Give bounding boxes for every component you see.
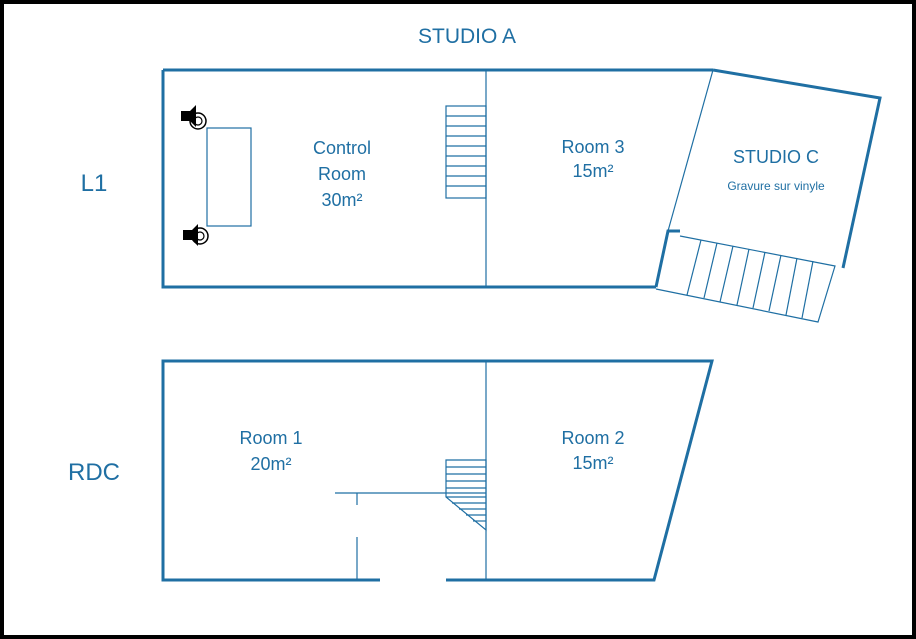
studio-c-door-wall bbox=[654, 229, 680, 288]
studio-c-divider bbox=[667, 69, 714, 232]
room2-label: Room 2 bbox=[561, 428, 624, 448]
control-room-label-1: Control bbox=[313, 138, 371, 158]
l1-main-walls bbox=[161, 68, 713, 289]
studio-c-stairs bbox=[655, 235, 836, 323]
speaker-icon bbox=[181, 105, 207, 130]
control-room-area: 30m² bbox=[321, 190, 362, 210]
mixing-desk bbox=[206, 127, 252, 227]
control-room-label-2: Room bbox=[318, 164, 366, 184]
speaker-icon bbox=[183, 224, 209, 246]
l1-stairs bbox=[445, 105, 487, 199]
studio-c-stairs-outline bbox=[655, 235, 836, 323]
studio-c-label: STUDIO C bbox=[733, 147, 819, 167]
room3-label: Room 3 bbox=[561, 137, 624, 157]
level-label-l1: L1 bbox=[81, 170, 108, 197]
room3-area: 15m² bbox=[572, 161, 613, 181]
room2-area: 15m² bbox=[572, 453, 613, 473]
l1-stairs-outline bbox=[445, 105, 487, 199]
room1-area: 20m² bbox=[250, 454, 291, 474]
studio-c-subtitle: Gravure sur vinyle bbox=[727, 179, 825, 193]
studio-c-walls bbox=[712, 68, 882, 269]
level-l1 bbox=[161, 68, 882, 323]
rdc-stairs bbox=[445, 459, 487, 532]
rdc-walls bbox=[161, 359, 714, 582]
level-rdc bbox=[161, 359, 714, 582]
page-title: STUDIO A bbox=[418, 25, 516, 48]
room1-label: Room 1 bbox=[239, 428, 302, 448]
level-label-rdc: RDC bbox=[68, 459, 120, 486]
rdc-stairs-outline bbox=[445, 459, 487, 532]
